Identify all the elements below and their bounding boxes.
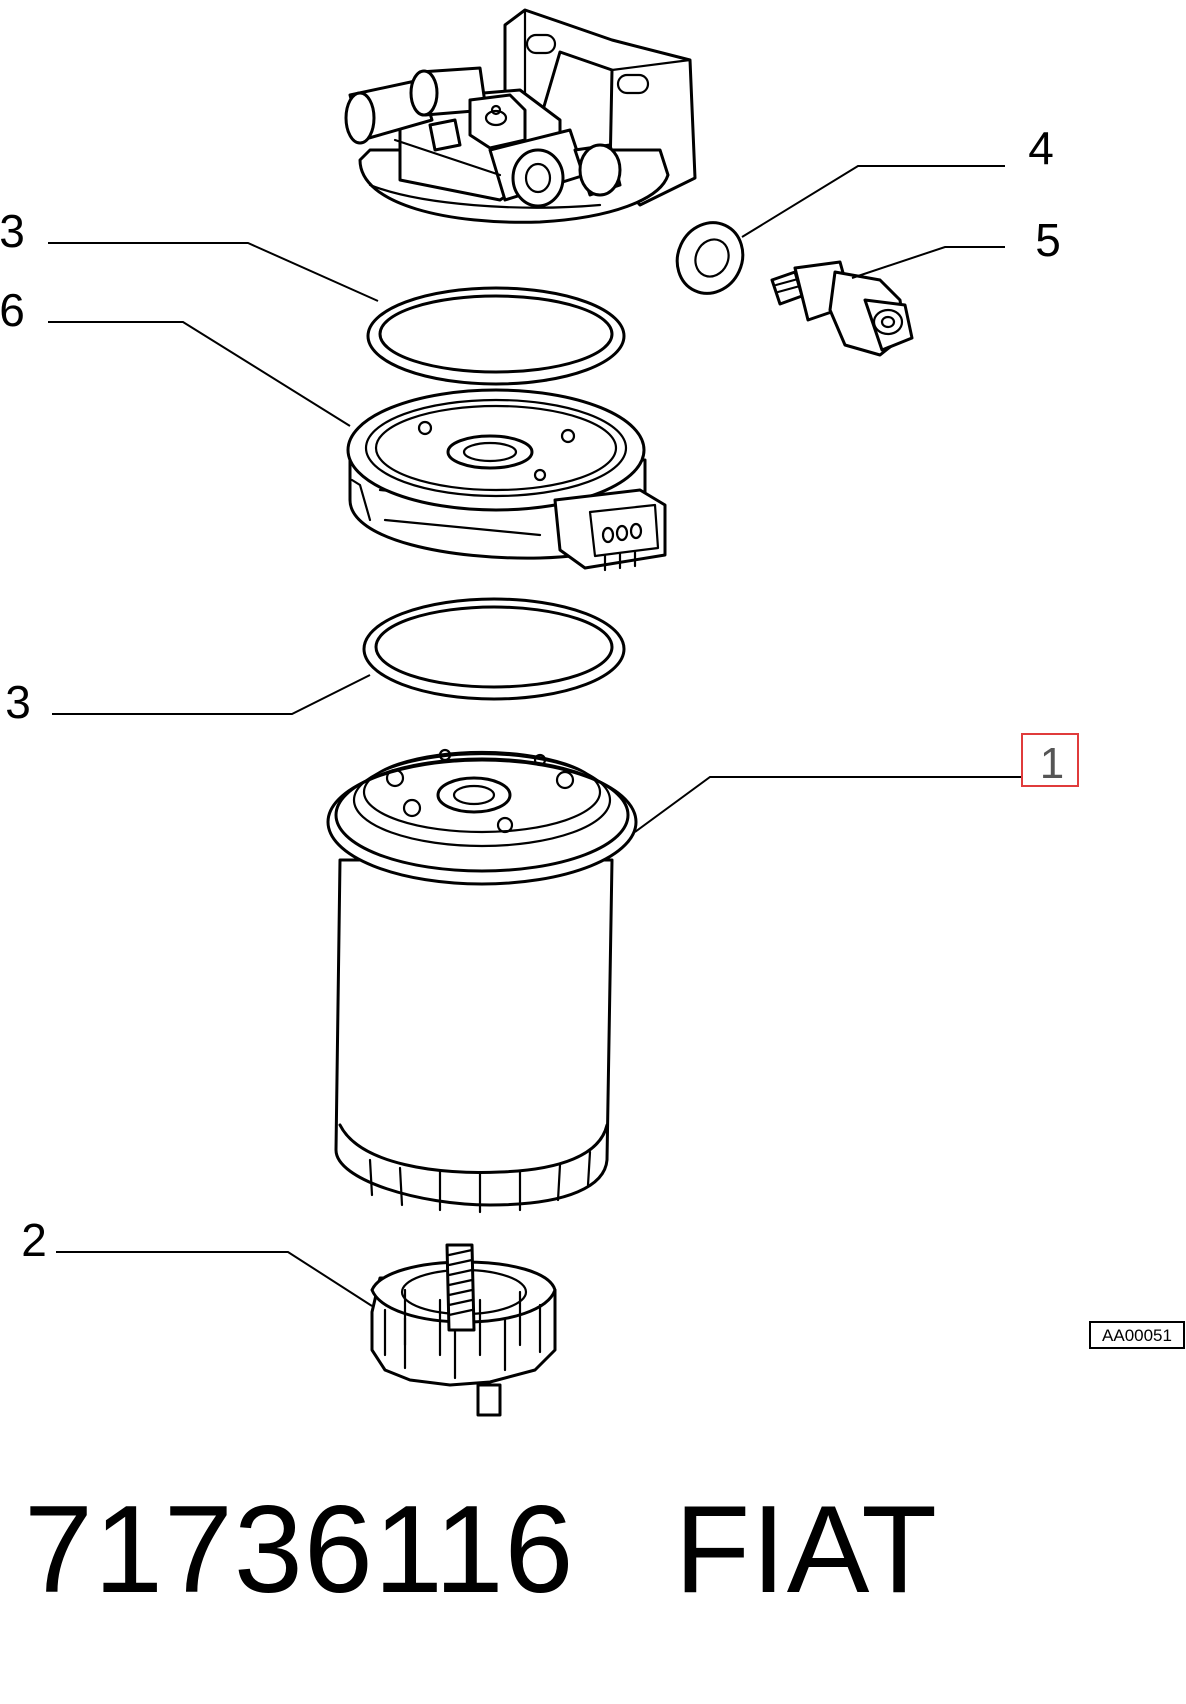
part-1-filter-cartridge — [326, 748, 638, 1214]
part-3-upper-o-ring — [366, 286, 626, 386]
leader-line-5 — [851, 246, 1005, 279]
callout-4: 4 — [1028, 122, 1054, 174]
leader-line-6 — [48, 321, 351, 427]
part-5-water-sensor — [770, 260, 914, 357]
part-2-drain-plug — [370, 1243, 557, 1417]
callout-labels: 4 5 3 6 3 1 2 — [0, 122, 1079, 1266]
callout-1-highlight-box — [1021, 733, 1079, 787]
callout-6: 6 — [0, 284, 25, 336]
callout-2: 2 — [21, 1214, 47, 1266]
part-number-footer: 71736116 FIAT — [24, 1480, 938, 1620]
part-3-lower-o-ring — [362, 597, 626, 701]
reference-code-box: AA00051 — [1089, 1321, 1185, 1349]
leader-lines — [48, 165, 1022, 1307]
leader-line-3-upper — [48, 242, 379, 302]
filter-head-assembly — [344, 8, 697, 224]
callout-3-lower: 3 — [5, 676, 31, 728]
callout-5: 5 — [1035, 214, 1061, 266]
leader-line-4 — [741, 165, 1005, 238]
part-number: 71736116 — [24, 1481, 575, 1619]
leader-line-3-lower — [52, 674, 371, 715]
leader-line-1 — [634, 776, 1022, 833]
part-4-sealing-washer — [675, 221, 745, 295]
leader-line-2 — [56, 1251, 373, 1307]
reference-code: AA00051 — [1102, 1326, 1172, 1345]
callout-1: 1 — [1040, 739, 1064, 788]
callout-3-upper: 3 — [0, 205, 25, 257]
part-6-sensor-adapter-ring — [346, 388, 667, 572]
brand-name: FIAT — [674, 1481, 938, 1619]
